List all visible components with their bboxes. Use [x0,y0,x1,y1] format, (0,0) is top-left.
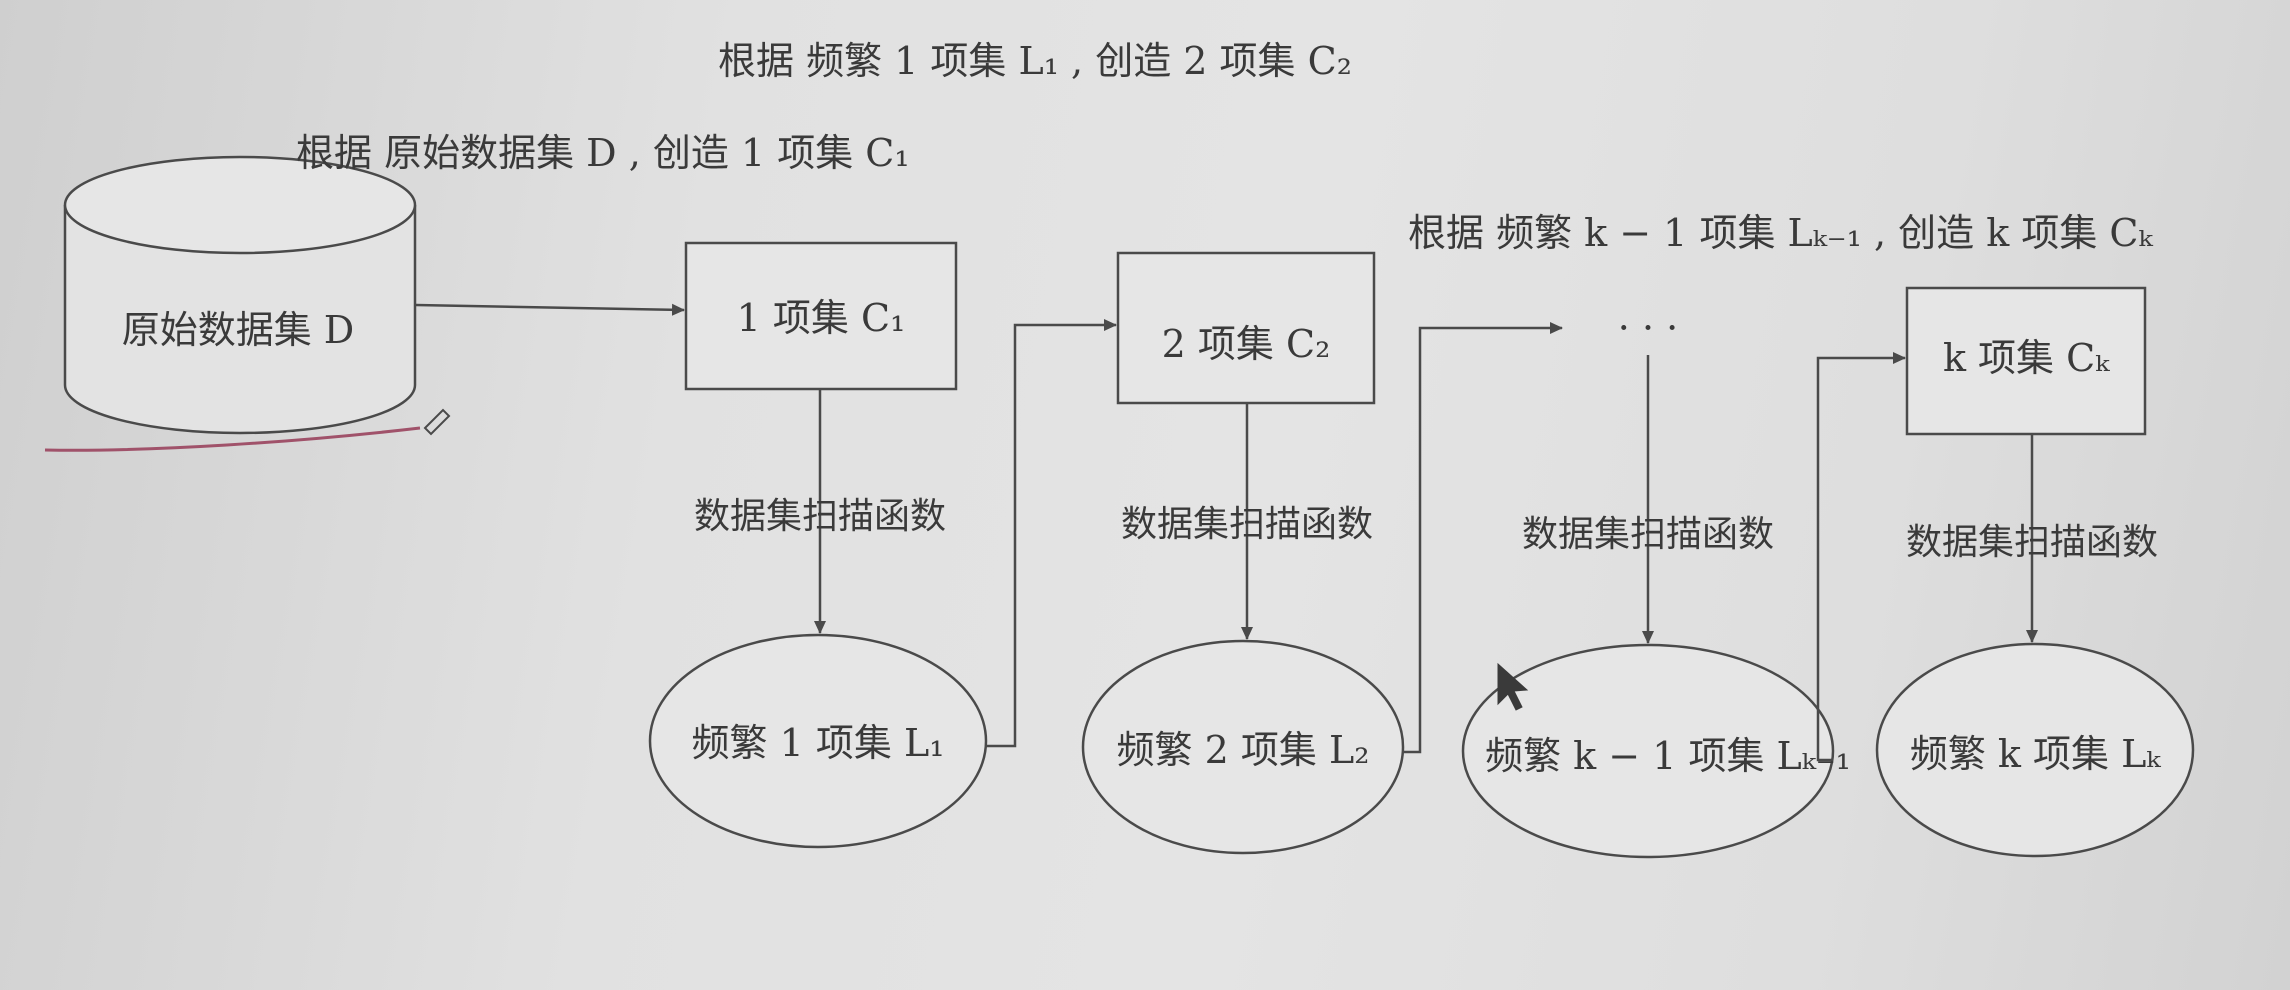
ck-label: k 项集 Cₖ [1942,336,2110,380]
scan-function-label-1: 数据集扫描函数 [693,496,947,537]
scan-function-label-2: 数据集扫描函数 [1120,504,1374,545]
lk-label: 频繁 k 项集 Lₖ [1909,732,2161,776]
l1-label: 频繁 1 项集 L₁ [691,721,945,765]
annotation-create-ck: 根据 频繁 k − 1 项集 Lₖ₋₁ , 创造 k 项集 Cₖ [1408,211,2153,255]
arrow-lk1-to-ck [1816,352,1906,762]
pen-cursor-icon [423,408,451,436]
arrow-l1-to-c2 [986,319,1117,748]
scan-function-label-3: 数据集扫描函数 [1521,514,1775,555]
ellipsis-label: · · · [1617,306,1679,350]
l2-ellipse [1081,639,1405,855]
pen-mark [44,426,421,452]
c1-label: 1 项集 C₁ [736,296,906,340]
scan-function-label-4: 数据集扫描函数 [1905,522,2159,563]
annotation-create-c1: 根据 原始数据集 D , 创造 1 项集 C₁ [296,131,910,175]
lk1-label: 频繁 k − 1 项集 Lₖ₋₁ [1485,734,1851,778]
mouse-pointer-icon [1497,662,1529,711]
dataset-label: 原始数据集 D [121,308,355,352]
ck-box [1905,286,2147,436]
lk-ellipse [1875,642,2195,858]
l1-ellipse [648,633,988,849]
c1-box [684,241,958,391]
dataset-cylinder [63,155,417,435]
c2-label: 2 项集 C₂ [1161,322,1331,366]
arrow-l2-to-ellipsis [1403,322,1563,754]
c2-box [1116,251,1376,405]
arrow-dataset-to-c1 [415,303,685,316]
lk1-ellipse [1461,643,1835,859]
annotation-create-c2: 根据 频繁 1 项集 L₁ , 创造 2 项集 C₂ [718,39,1352,83]
l2-label: 频繁 2 项集 L₂ [1116,728,1370,772]
